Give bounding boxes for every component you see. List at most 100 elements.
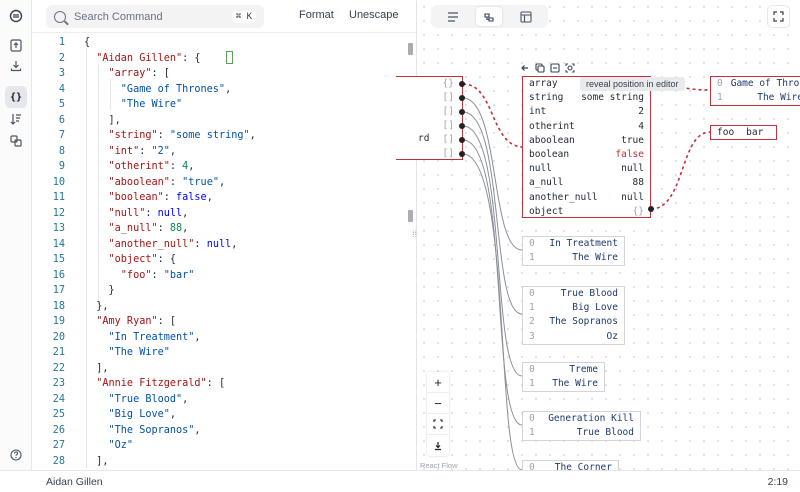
code-line[interactable]: 13 "a_null": 88, bbox=[32, 221, 404, 237]
edge-handle[interactable] bbox=[648, 206, 654, 212]
compare-icon[interactable] bbox=[5, 130, 27, 152]
node-key: another_null bbox=[529, 191, 598, 205]
edge-handle[interactable] bbox=[459, 109, 465, 115]
code-text: "object": { bbox=[84, 252, 176, 268]
code-line[interactable]: 15 "object": { bbox=[32, 252, 404, 268]
download-icon[interactable] bbox=[5, 55, 27, 77]
code-line[interactable]: 1{ bbox=[32, 35, 404, 51]
editor-scrollbar-thumb[interactable] bbox=[408, 43, 413, 55]
code-line[interactable]: 27 "Oz" bbox=[32, 438, 404, 454]
code-line[interactable]: 7 "string": "some string", bbox=[32, 128, 404, 144]
node-key: object bbox=[529, 205, 563, 219]
code-line[interactable]: 21 "The Wire" bbox=[32, 345, 404, 361]
line-number: 3 bbox=[32, 66, 65, 82]
code-line[interactable]: 28 ], bbox=[32, 454, 404, 470]
list-node[interactable]: 0True Blood1Big Love2The Sopranos3Oz bbox=[522, 286, 625, 345]
node-key: a_null bbox=[529, 176, 563, 190]
text-cursor bbox=[226, 51, 233, 64]
copy-icon[interactable] bbox=[535, 63, 545, 75]
zoom-in-icon[interactable]: + bbox=[427, 372, 449, 393]
line-number: 14 bbox=[32, 237, 65, 253]
json-path: Aidan Gillen bbox=[46, 476, 103, 488]
line-number: 6 bbox=[32, 113, 65, 129]
json-braces-icon[interactable]: {} bbox=[5, 86, 27, 108]
table-view-icon[interactable] bbox=[513, 7, 539, 26]
code-line[interactable]: 2 "Aidan Gillen": { bbox=[32, 51, 404, 67]
code-line[interactable]: 18 }, bbox=[32, 299, 404, 315]
list-value: The Wire bbox=[543, 251, 618, 265]
edge-handle[interactable] bbox=[459, 137, 465, 143]
code-line[interactable]: 23 "Annie Fitzgerald": [ bbox=[32, 376, 404, 392]
download-image-icon[interactable] bbox=[427, 435, 449, 456]
code-line[interactable]: 12 "null": null, bbox=[32, 206, 404, 222]
code-line[interactable]: 10 "aboolean": "true", bbox=[32, 175, 404, 191]
code-line[interactable]: 3 "array": [ bbox=[32, 66, 404, 82]
edge-handle[interactable] bbox=[459, 123, 465, 129]
reveal-in-editor-icon[interactable] bbox=[565, 63, 575, 75]
code-line[interactable]: 14 "another_null": null, bbox=[32, 237, 404, 253]
code-line[interactable]: 24 "True Blood", bbox=[32, 392, 404, 408]
code-line[interactable]: 9 "otherint": 4, bbox=[32, 159, 404, 175]
code-line[interactable]: 5 "The Wire" bbox=[32, 97, 404, 113]
line-number: 8 bbox=[32, 144, 65, 160]
list-index: 1 bbox=[717, 91, 723, 105]
list-value: In Treatment bbox=[543, 237, 618, 251]
code-line[interactable]: 16 "foo": "bar" bbox=[32, 268, 404, 284]
graph-view-icon[interactable] bbox=[476, 7, 502, 26]
code-text: "a_null": 88, bbox=[84, 221, 188, 237]
react-flow-attribution[interactable]: React Flow bbox=[420, 461, 458, 470]
text-view-icon[interactable] bbox=[440, 7, 466, 26]
line-number: 5 bbox=[32, 97, 65, 113]
graph-canvas[interactable] bbox=[417, 0, 800, 470]
code-line[interactable]: 4 "Game of Thrones", bbox=[32, 82, 404, 98]
code-line[interactable]: 17 } bbox=[32, 283, 404, 299]
list-node[interactable]: 0In Treatment1The Wire bbox=[522, 236, 625, 266]
command-search[interactable]: Search Command ⌘ K bbox=[46, 5, 264, 28]
zoom-out-icon[interactable]: − bbox=[427, 393, 449, 414]
code-line[interactable]: 25 "Big Love", bbox=[32, 407, 404, 423]
format-button[interactable]: Format bbox=[299, 9, 334, 21]
code-line[interactable]: 19 "Amy Ryan": [ bbox=[32, 314, 404, 330]
list-node[interactable]: 0Treme1The Wire bbox=[522, 362, 605, 392]
code-text: "null": null, bbox=[84, 206, 188, 222]
array-node[interactable]: 0Game of Thrones1The Wire bbox=[710, 76, 800, 106]
list-value: True Blood bbox=[543, 287, 618, 301]
fullscreen-button[interactable] bbox=[767, 5, 790, 28]
code-line[interactable]: 22 ], bbox=[32, 361, 404, 377]
list-item: 0Game of Thrones bbox=[711, 77, 800, 91]
code-text: "Oz" bbox=[84, 438, 133, 454]
logo-icon[interactable] bbox=[5, 5, 27, 27]
upload-icon[interactable] bbox=[5, 34, 27, 56]
line-number: 26 bbox=[32, 423, 65, 439]
node-key: aboolean bbox=[529, 134, 575, 148]
fit-view-icon[interactable] bbox=[427, 414, 449, 435]
list-index: 1 bbox=[529, 251, 535, 265]
unescape-button[interactable]: Unescape bbox=[349, 9, 399, 21]
code-text: ], bbox=[84, 361, 109, 377]
back-arrow-icon[interactable] bbox=[520, 63, 530, 75]
code-text: "foo": "bar" bbox=[84, 268, 194, 284]
parent-value: [] bbox=[443, 147, 454, 161]
list-item: 1The Wire bbox=[711, 91, 800, 105]
code-text: ], bbox=[84, 454, 109, 470]
parent-object-node[interactable]: {}[][][][][] rd bbox=[396, 76, 463, 160]
code-line[interactable]: 8 "int": "2", bbox=[32, 144, 404, 160]
list-node[interactable]: 0Generation Kill1True Blood bbox=[522, 411, 641, 441]
code-line[interactable]: 11 "boolean": false, bbox=[32, 190, 404, 206]
search-icon bbox=[54, 11, 66, 23]
code-line[interactable]: 26 "The Sopranos", bbox=[32, 423, 404, 439]
edge-handle[interactable] bbox=[459, 95, 465, 101]
sort-icon[interactable] bbox=[5, 108, 27, 130]
help-icon[interactable] bbox=[5, 444, 27, 466]
collapse-icon[interactable] bbox=[550, 63, 560, 75]
edge-handle[interactable] bbox=[459, 151, 465, 157]
code-editor[interactable]: 1{2 "Aidan Gillen": {3 "array": [4 "Game… bbox=[32, 33, 416, 470]
list-item: 1Big Love bbox=[523, 301, 624, 315]
node-row: stringsome string bbox=[523, 91, 650, 105]
line-number: 15 bbox=[32, 252, 65, 268]
edge-handle[interactable] bbox=[459, 81, 465, 87]
code-line[interactable]: 20 "In Treatment", bbox=[32, 330, 404, 346]
code-line[interactable]: 6 ], bbox=[32, 113, 404, 129]
object-node-aidan-gillen[interactable]: array[]stringsome stringint2otherint4abo… bbox=[522, 76, 651, 218]
object-child-node[interactable]: foo bar bbox=[710, 125, 777, 140]
